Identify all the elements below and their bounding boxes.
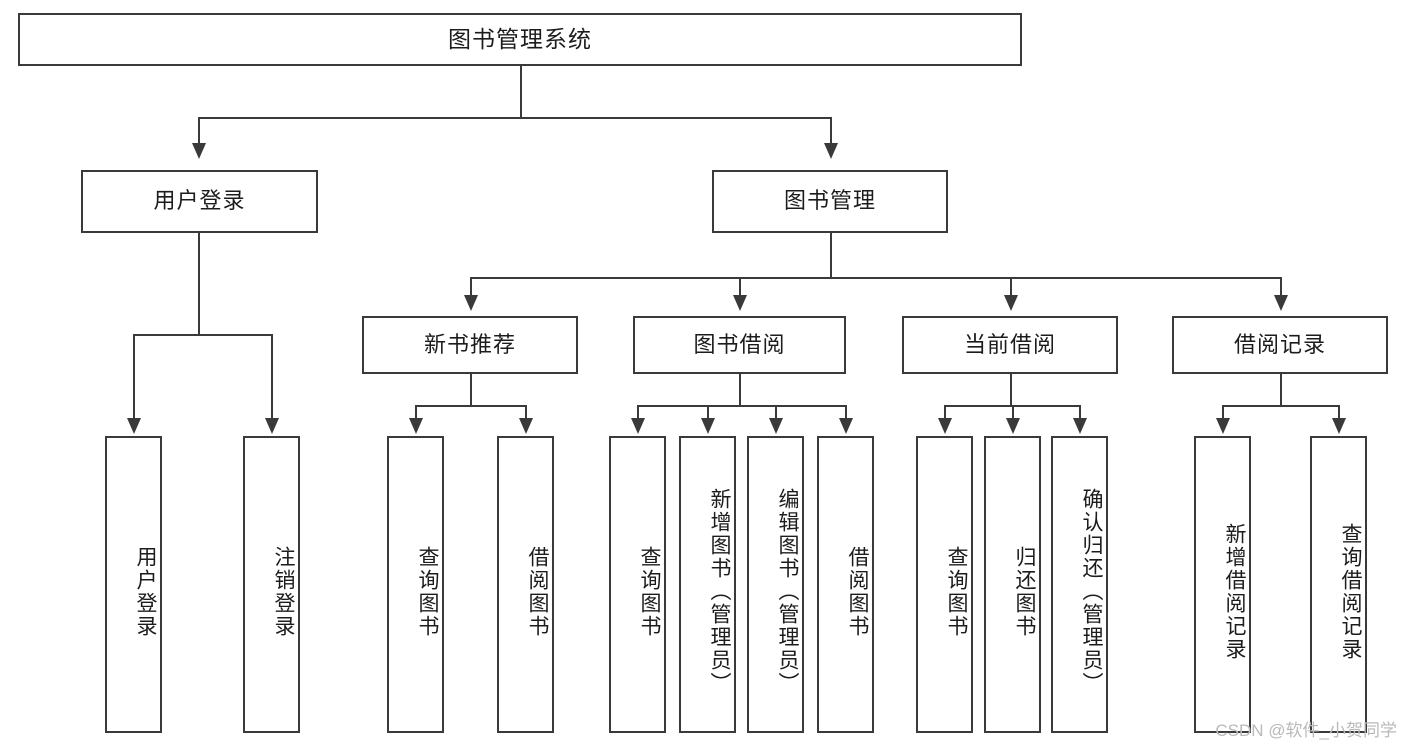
arrowhead-bb-leaf-3 (769, 418, 783, 434)
leaf-bb-borrow-book[interactable]: 借阅图书 (817, 436, 874, 733)
arrowhead-new-book-recommend (464, 295, 478, 311)
leaf-label: 查询图书 (416, 545, 439, 638)
edge-root-stem (520, 66, 522, 118)
edge-user-login-leaf-2 (271, 334, 273, 420)
leaf-nbr-borrow-book[interactable]: 借阅图书 (497, 436, 554, 733)
leaf-bb-edit-book-admin[interactable]: 编辑图书（管理员） (747, 436, 804, 733)
edge-borrow-record-stem (1280, 374, 1282, 406)
node-user-login[interactable]: 用户登录 (81, 170, 318, 233)
leaf-user-login-logout[interactable]: 注销登录 (243, 436, 300, 733)
edge-br-leaf-2 (1338, 405, 1340, 420)
leaf-bb-query-book[interactable]: 查询图书 (609, 436, 666, 733)
arrowhead-cb-leaf-2 (1006, 418, 1020, 434)
edge-to-user-login (198, 117, 200, 145)
edge-bb-leaf-4 (845, 405, 847, 420)
edge-nbr-leaf-2 (525, 405, 527, 420)
arrowhead-br-leaf-1 (1216, 418, 1230, 434)
node-label: 用户登录 (153, 188, 246, 214)
arrowhead-bb-leaf-1 (631, 418, 645, 434)
leaf-bb-add-book-admin[interactable]: 新增图书（管理员） (679, 436, 736, 733)
arrowhead-br-leaf-2 (1332, 418, 1346, 434)
node-label: 图书管理 (783, 188, 876, 214)
edge-to-current-borrow (1010, 277, 1012, 297)
edge-cb-leaf-2 (1012, 405, 1014, 420)
node-book-borrow[interactable]: 图书借阅 (633, 316, 846, 374)
arrowhead-user-login (192, 143, 206, 159)
edge-book-management-stem (830, 233, 832, 278)
leaf-cb-query-book[interactable]: 查询图书 (916, 436, 973, 733)
edge-level3-bus (470, 277, 1280, 279)
leaf-br-query-record[interactable]: 查询借阅记录 (1310, 436, 1367, 733)
leaf-label: 新增图书（管理员） (708, 488, 731, 695)
node-label: 新书推荐 (423, 331, 516, 357)
arrowhead-cb-leaf-1 (938, 418, 952, 434)
node-new-book-recommend[interactable]: 新书推荐 (362, 316, 578, 374)
node-root-book-management-system[interactable]: 图书管理系统 (18, 13, 1022, 66)
edge-current-borrow-stem (1010, 374, 1012, 406)
leaf-label: 用户登录 (134, 545, 157, 638)
leaf-label: 编辑图书（管理员） (776, 488, 799, 695)
arrowhead-current-borrow (1004, 295, 1018, 311)
leaf-label: 查询图书 (945, 545, 968, 638)
node-label: 图书管理系统 (448, 25, 592, 52)
edge-book-borrow-stem (739, 374, 741, 406)
arrowhead-book-management (824, 143, 838, 159)
edge-user-login-bus (133, 334, 273, 336)
edge-cb-leaf-1 (944, 405, 946, 420)
edge-user-login-stem (198, 233, 200, 335)
leaf-br-add-record[interactable]: 新增借阅记录 (1194, 436, 1251, 733)
watermark-text: CSDN @软件_小贺同学 (1215, 721, 1397, 740)
leaf-cb-confirm-return-admin[interactable]: 确认归还（管理员） (1051, 436, 1108, 733)
node-current-borrow[interactable]: 当前借阅 (902, 316, 1118, 374)
leaf-cb-return-book[interactable]: 归还图书 (984, 436, 1041, 733)
edge-nbr-leaf-1 (415, 405, 417, 420)
leaf-label: 新增借阅记录 (1223, 522, 1246, 661)
arrowhead-borrow-record (1274, 295, 1288, 311)
leaf-label: 借阅图书 (526, 545, 549, 638)
leaf-label: 确认归还（管理员） (1080, 488, 1103, 695)
arrowhead-bb-leaf-4 (839, 418, 853, 434)
edge-bb-leaf-3 (775, 405, 777, 420)
node-label: 图书借阅 (693, 331, 786, 357)
leaf-nbr-query-book[interactable]: 查询图书 (387, 436, 444, 733)
arrowhead-user-login-leaf-1 (127, 418, 141, 434)
leaf-label: 借阅图书 (846, 545, 869, 638)
leaf-label: 查询借阅记录 (1339, 522, 1362, 661)
edge-cb-leaf-3 (1079, 405, 1081, 420)
edge-to-book-management (830, 117, 832, 145)
arrowhead-nbr-leaf-2 (519, 418, 533, 434)
leaf-label: 查询图书 (638, 545, 661, 638)
arrowhead-cb-leaf-3 (1073, 418, 1087, 434)
arrowhead-nbr-leaf-1 (409, 418, 423, 434)
arrowhead-book-borrow (733, 295, 747, 311)
edge-user-login-leaf-1 (133, 334, 135, 420)
edge-book-borrow-bus (637, 405, 847, 407)
leaf-label: 归还图书 (1013, 545, 1036, 638)
edge-bb-leaf-1 (637, 405, 639, 420)
leaf-label: 注销登录 (272, 545, 295, 638)
edge-bb-leaf-2 (707, 405, 709, 420)
edge-borrow-record-bus (1222, 405, 1340, 407)
node-borrow-record[interactable]: 借阅记录 (1172, 316, 1388, 374)
edge-to-borrow-record (1280, 277, 1282, 297)
arrowhead-user-login-leaf-2 (265, 418, 279, 434)
edge-new-book-recommend-bus (415, 405, 527, 407)
edge-to-book-borrow (739, 277, 741, 297)
leaf-user-login-login[interactable]: 用户登录 (105, 436, 162, 733)
arrowhead-bb-leaf-2 (701, 418, 715, 434)
edge-new-book-recommend-stem (470, 374, 472, 406)
edge-to-new-book-recommend (470, 277, 472, 297)
edge-level2-bus (198, 117, 832, 119)
edge-br-leaf-1 (1222, 405, 1224, 420)
node-book-management[interactable]: 图书管理 (712, 170, 948, 233)
node-label: 当前借阅 (963, 331, 1056, 357)
node-label: 借阅记录 (1233, 331, 1326, 357)
